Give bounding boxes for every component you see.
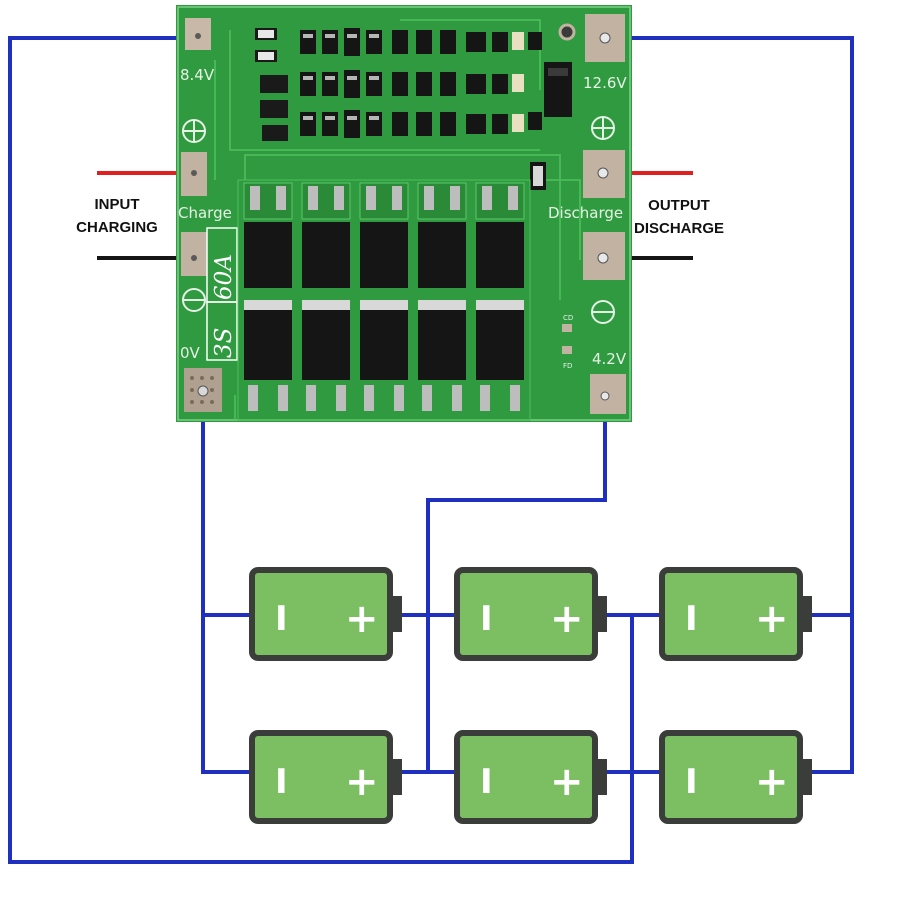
wire-8v4 [8, 36, 634, 864]
mosfet-icon [417, 182, 467, 288]
model-current: 60A [211, 254, 237, 300]
plus-circle-icon [591, 116, 615, 140]
battery-positive-symbol: + [755, 759, 789, 805]
output-label-line2: DISCHARGE [634, 220, 724, 237]
minus-circle-icon [182, 288, 206, 312]
mosfet-icon [475, 182, 525, 288]
resistor-array-1 [300, 28, 542, 56]
mosfet-icon [244, 300, 292, 411]
output-label-line1: OUTPUT [648, 197, 710, 214]
discharge-label: Discharge [548, 204, 623, 222]
plus-circle-icon [182, 119, 206, 143]
mosfet-icon [359, 182, 409, 288]
battery-icon: I + [249, 730, 402, 824]
battery-negative-symbol: I [275, 599, 288, 639]
mosfet-icon [243, 182, 293, 288]
battery-icon: I + [249, 567, 402, 661]
input-label-line1: INPUT [95, 196, 140, 213]
input-label-line2: CHARGING [76, 219, 158, 236]
battery-icon: I + [659, 567, 812, 661]
mosfet-bank [237, 179, 531, 421]
pad-4v2-label: 4.2V [592, 350, 627, 368]
battery-icon: I + [454, 730, 607, 824]
wire-12v6 [605, 36, 854, 774]
pad-charge-negative [181, 232, 207, 276]
silk-cd: CD [563, 314, 573, 322]
resistor-array-2 [300, 70, 524, 98]
battery-negative-symbol: I [685, 762, 698, 802]
pad-12v6-label: 12.6V [583, 74, 627, 92]
bms-board: 8.4V Charge 0V 12.6V [176, 5, 632, 422]
battery-negative-symbol: I [275, 762, 288, 802]
model-marking: 3S 60A [206, 227, 238, 361]
mosfet-icon [302, 300, 350, 411]
pcb-traces [214, 19, 581, 420]
battery-positive-symbol: + [550, 596, 584, 642]
smd-components [255, 28, 572, 190]
battery-positive-symbol: + [550, 759, 584, 805]
battery-negative-symbol: I [480, 762, 493, 802]
wiring [8, 36, 854, 864]
silk-fd: FD [563, 362, 572, 370]
battery-negative-symbol: I [480, 599, 493, 639]
model-cells: 3S [211, 328, 237, 358]
pad-0v-label: 0V [180, 344, 201, 362]
battery-icon: I + [659, 730, 812, 824]
resistor-array-3 [300, 110, 542, 138]
battery-positive-symbol: + [345, 596, 379, 642]
mosfet-icon [418, 300, 466, 411]
mosfet-icon [360, 300, 408, 411]
wire-4v2 [426, 395, 607, 772]
battery-icon: I + [454, 567, 607, 661]
mount-hole [558, 23, 576, 41]
charge-label: Charge [178, 204, 232, 222]
wire-0v [201, 390, 250, 774]
mosfet-icon [301, 182, 351, 288]
pad-8v4-label: 8.4V [180, 66, 215, 84]
battery-positive-symbol: + [755, 596, 789, 642]
minus-circle-icon [591, 300, 615, 324]
mosfet-icon [476, 300, 524, 411]
battery-pack: I + I + I + I + I + [249, 567, 812, 824]
battery-positive-symbol: + [345, 759, 379, 805]
battery-negative-symbol: I [685, 599, 698, 639]
